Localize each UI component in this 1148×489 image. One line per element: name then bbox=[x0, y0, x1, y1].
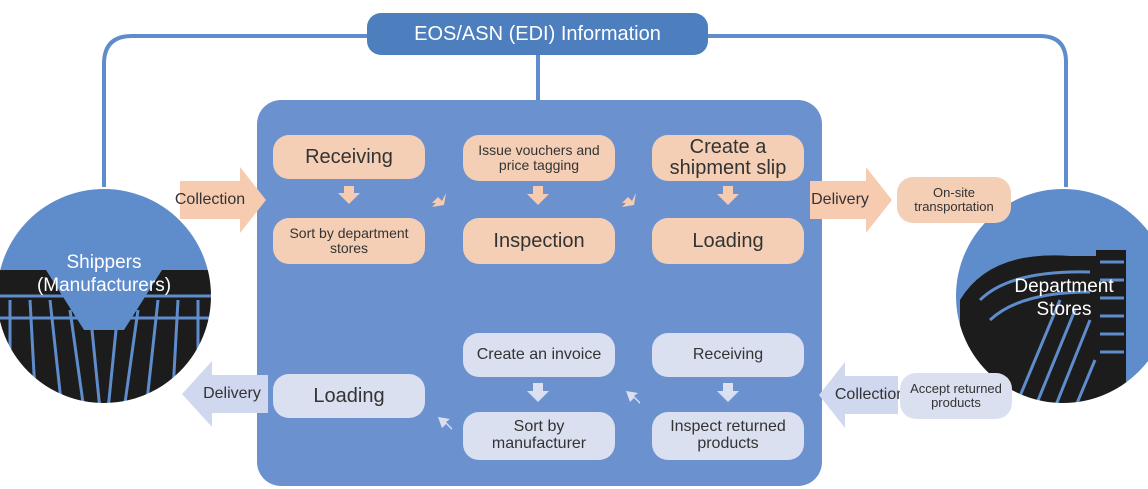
edi-connector-left bbox=[102, 34, 372, 196]
inspect-returned-box: Inspect returned products bbox=[652, 412, 804, 460]
create-shipment-slip-box: Create a shipment slip bbox=[652, 135, 804, 181]
shippers-label: Shippers (Manufacturers) bbox=[34, 252, 174, 298]
stores-line2: Stores bbox=[1036, 298, 1092, 320]
down-arrow-4 bbox=[527, 383, 549, 402]
stores-label: Department Stores bbox=[994, 276, 1134, 322]
create-invoice-box: Create an invoice bbox=[463, 333, 615, 377]
sort-by-store-box: Sort by department stores bbox=[273, 218, 425, 264]
inspection-box: Inspection bbox=[463, 218, 615, 264]
diag-arrow-3 bbox=[626, 391, 640, 404]
receiving-box: Receiving bbox=[273, 135, 425, 179]
diag-arrow-4 bbox=[438, 417, 452, 430]
down-arrow-1 bbox=[338, 186, 360, 204]
delivery-arrow-outbound bbox=[810, 167, 892, 233]
collection-arrow bbox=[180, 167, 266, 233]
return-collection-label: Collection bbox=[834, 386, 906, 403]
down-arrow-3 bbox=[717, 186, 739, 205]
delivery-label-outbound: Delivery bbox=[811, 191, 869, 208]
edi-information-label: EOS/ASN (EDI) Information bbox=[367, 13, 708, 55]
return-collection-arrow bbox=[819, 362, 898, 428]
loading-box-returns: Loading bbox=[273, 374, 425, 418]
down-arrow-5 bbox=[717, 383, 739, 402]
shippers-line2: (Manufacturers) bbox=[36, 274, 172, 296]
accept-returned-box: Accept returned products bbox=[900, 373, 1012, 419]
receiving-box-returns: Receiving bbox=[652, 333, 804, 377]
return-delivery-arrow bbox=[182, 361, 268, 427]
shippers-line1: Shippers bbox=[66, 252, 142, 273]
diag-arrow-1 bbox=[432, 193, 446, 207]
sort-by-manufacturer-box: Sort by manufacturer bbox=[463, 412, 615, 460]
onsite-transport-box: On-site transportation bbox=[897, 177, 1011, 223]
issue-vouchers-box: Issue vouchers and price tagging bbox=[463, 135, 615, 181]
down-arrow-2 bbox=[527, 186, 549, 205]
stores-line1: Department bbox=[1014, 276, 1114, 297]
collection-label: Collection bbox=[174, 191, 246, 208]
loading-box-outbound: Loading bbox=[652, 218, 804, 264]
edi-connector-right bbox=[706, 34, 1068, 198]
return-delivery-label: Delivery bbox=[203, 385, 261, 402]
diag-arrow-2 bbox=[622, 193, 636, 207]
